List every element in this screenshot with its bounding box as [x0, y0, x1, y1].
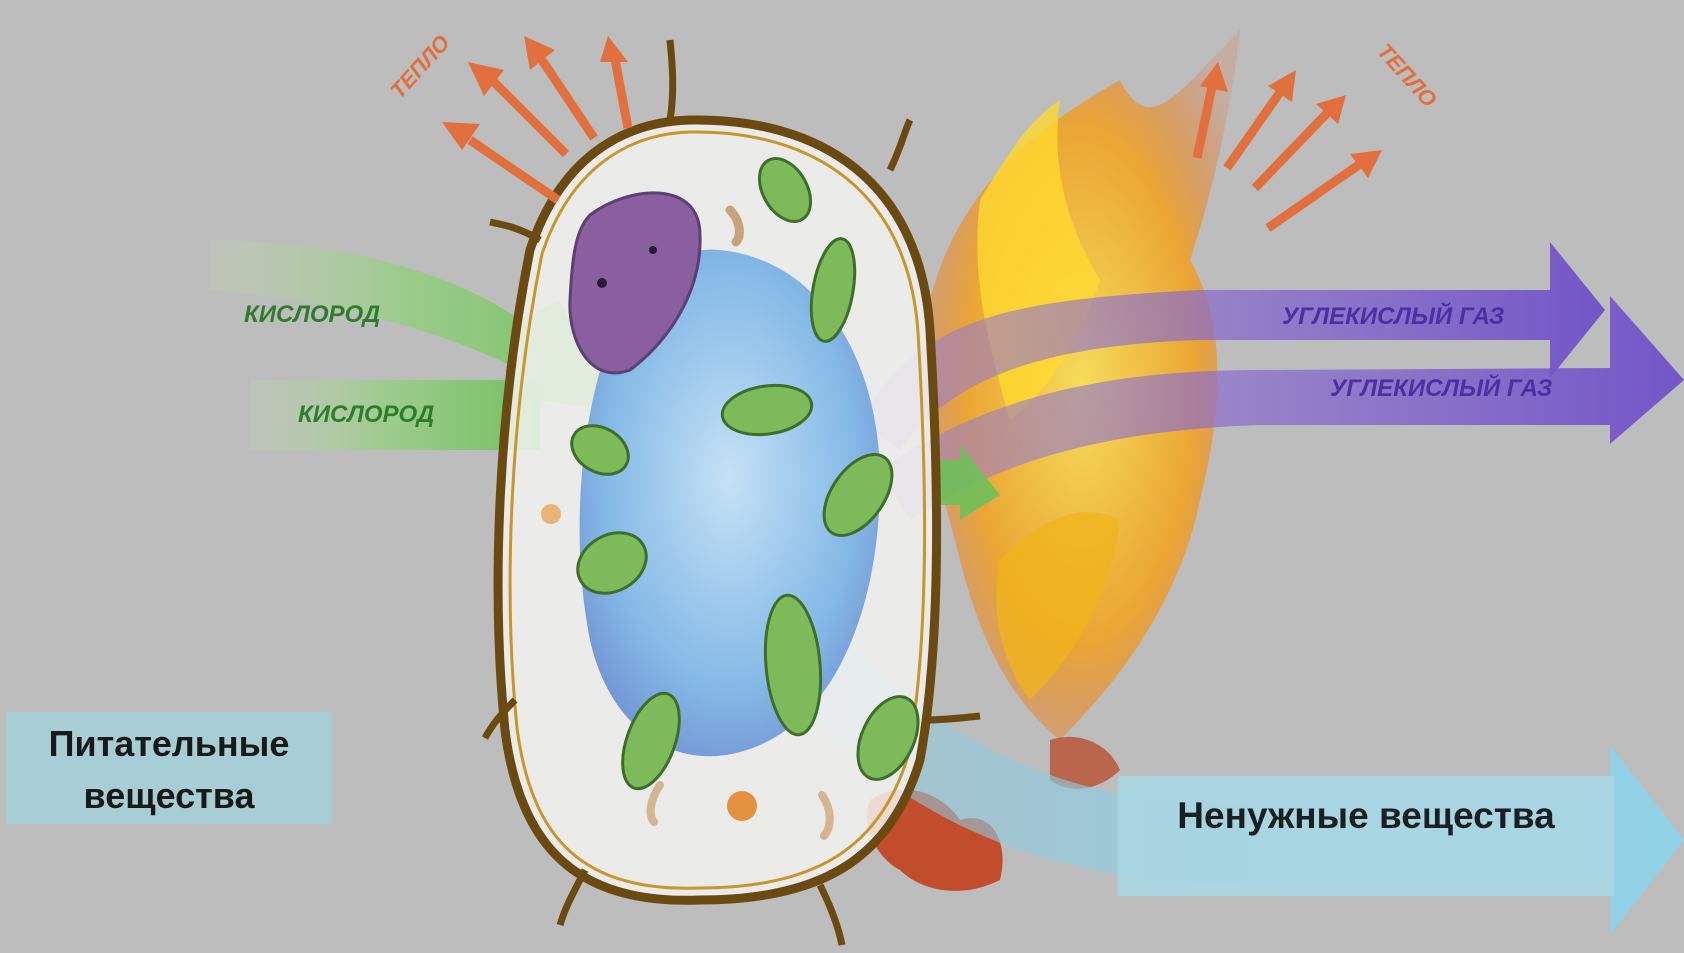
oxygen-label-2: КИСЛОРОД — [298, 401, 434, 428]
heat-arrows-right — [1197, 62, 1382, 228]
waste-label: Ненужные вещества — [1177, 795, 1554, 836]
co2-label-2: УГЛЕКИСЛЫЙ ГАЗ — [1330, 373, 1552, 402]
nutrients-label-line-1: Питательные — [6, 718, 332, 770]
waste-box: Ненужные вещества — [1118, 776, 1614, 896]
co2-label-1: УГЛЕКИСЛЫЙ ГАЗ — [1282, 301, 1504, 330]
heat-label-left: ТЕПЛО — [385, 30, 455, 103]
nutrients-label-line-2: вещества — [6, 770, 332, 822]
oxygen-label-1: КИСЛОРОД — [244, 301, 380, 328]
heat-label-right: ТЕПЛО — [1372, 39, 1442, 112]
nutrients-box: Питательные вещества — [6, 712, 332, 824]
